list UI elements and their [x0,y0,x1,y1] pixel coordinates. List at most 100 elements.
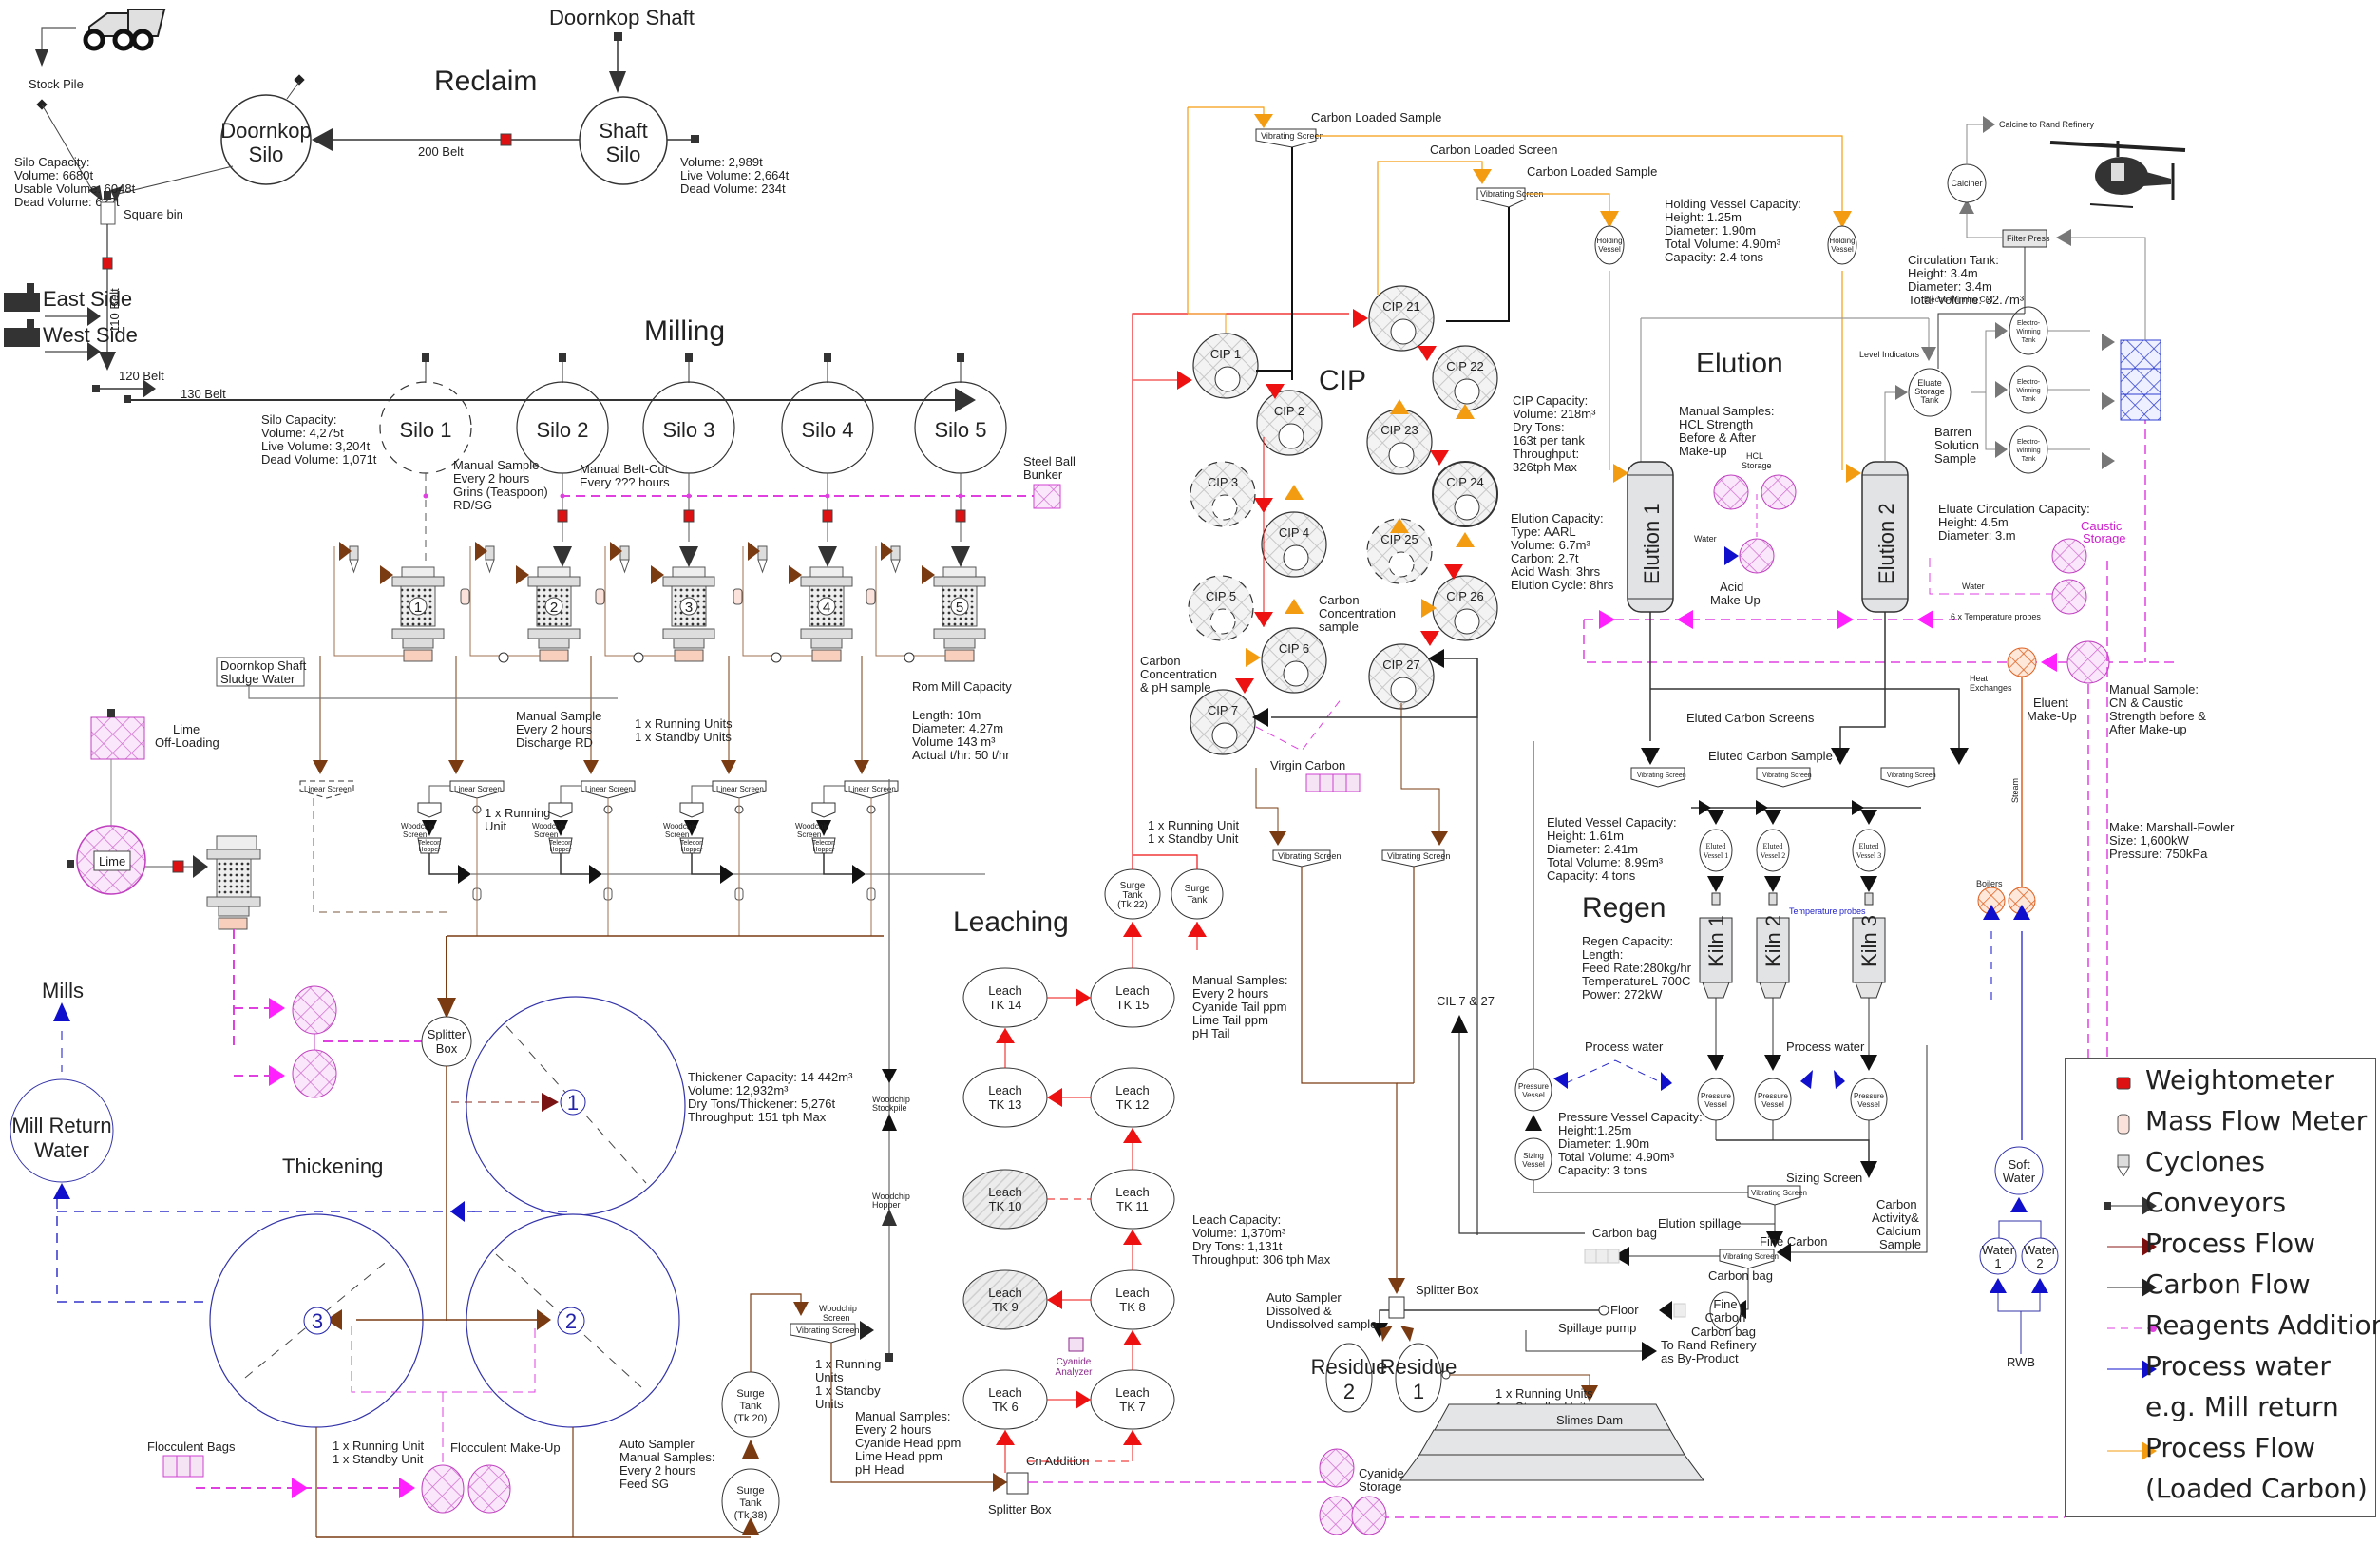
lime-offloading-bin [90,716,145,760]
vibrating-screen-label: Vibrating Screen [1278,851,1341,861]
flocculent-makeup-tank [467,1464,511,1514]
leach-splitter-box [1006,1472,1029,1495]
woodchip-hopper-label: Hopper [872,1200,901,1210]
heat-exchanges-label: Heat [1970,674,1989,683]
pressure-vessel-label: Pressure [1701,1092,1732,1100]
holding-vessel-capacity: Height: 1.25m [1665,210,1742,224]
cip-tank-label: CIP 4 [1279,525,1309,540]
woodchip-screen-label: Screen [797,830,821,839]
surge-tank-label: (Tk 20) [734,1413,768,1424]
eluate-circulation-capacity: Eluate Circulation Capacity: [1938,502,2090,516]
spillage-pump-icon [1598,1305,1609,1316]
heat-exchanger [2007,647,2037,677]
carbon-concentration-note: Carbon [1140,654,1181,668]
pressure-vessel-capacity: Total Volume: 4.90m³ [1558,1150,1675,1164]
pressure-vessel-label: Vessel [1857,1100,1880,1109]
pressure-vessel-label: Vessel [1704,1100,1727,1109]
east-side-label: East Side [43,287,132,311]
spillage-pump-label: Spillage pump [1558,1321,1636,1335]
splitter-box-label: Splitter Box [1416,1283,1479,1297]
head-samples-note: Lime Head ppm [855,1449,942,1463]
kiln-label: Kiln 2 [1761,915,1785,967]
regen-capacity: TemperatureL 700C [1582,974,1690,988]
cip-tank-label: CIP 23 [1380,423,1418,437]
units-note: 1 x Standby Units [635,730,732,744]
holding-vessel-capacity: Holding Vessel Capacity: [1665,197,1801,211]
circulation-tank-capacity: Diameter: 3.4m [1908,279,1992,294]
calcine-to-refinery-label: Calcine to Rand Refinery [1999,120,2095,129]
leach-tank-label: Leach [988,983,1021,998]
linear-screen-label: Linear Screen [304,785,352,793]
eluted-vessel-label: Vessel 3 [1856,851,1881,860]
calciner-label: Calciner [1951,179,1982,188]
mill-2: 2 [527,566,581,662]
cip-tank [1190,689,1256,755]
kiln [1756,917,1790,983]
residue-section: Splitter Box Auto Sampler Dissolved & Un… [1266,1278,1704,1481]
leach-capacity: Throughput: 306 tph Max [1192,1252,1331,1267]
shaft-silo-capacity: Dead Volume: 234t [680,181,786,196]
cip-capacity: Throughput: [1513,447,1579,461]
thickener-number: 3 [312,1309,323,1333]
regen-capacity: Length: [1582,947,1623,962]
cip-tank-label: CIP 7 [1208,703,1238,717]
conveyor-arrow [2104,1194,2161,1217]
conveyor-arrow [35,49,48,67]
carbon-bag-icon [1673,1303,1686,1318]
telecon-hopper-label: Hopper [681,847,704,853]
cip-tank-label: CIP 26 [1446,589,1484,603]
eluted-vessel-label: Eluted [1706,842,1726,850]
carbon-loaded-sample-label: Carbon Loaded Sample [1527,164,1657,179]
reagents-line [2104,1317,2161,1340]
electrowinning-tank [2009,306,2048,355]
mass-flow-meter-icon [2104,1113,2161,1135]
woodchip-screen-label: Woodchip [401,822,435,830]
legend-label: Process Flow [2145,1228,2316,1259]
ew-tank-label: Tank [2022,337,2036,344]
holding-vessel-capacity: Capacity: 2.4 tons [1665,250,1764,264]
to-refinery-label: To Rand Refinery [1661,1338,1757,1352]
elution-capacity: Acid Wash: 3hrs [1511,564,1601,579]
discharge-sample-note: Discharge RD [516,735,593,750]
barren-solution-sample: Barren [1934,425,1971,439]
cip-tank-label: CIP 27 [1382,658,1420,672]
head-samples-note: Every 2 hours [855,1422,932,1437]
tail-samples-note: Lime Tail ppm [1192,1013,1268,1027]
stock-pile-label: Stock Pile [29,77,84,91]
surge-tank-label: Tank [1122,890,1143,901]
caustic-storage-tank [2051,538,2087,574]
ew-tank-label: Winning [2016,448,2040,454]
virgin-carbon-bags-icon [1305,773,1361,792]
barren-solution-sample: Solution [1934,438,1979,452]
process-water-arrow [2104,1358,2161,1381]
eluate-storage-label: Tank [1920,395,1939,405]
residue-label: 2 [1343,1380,1355,1403]
surge-tank-label: Tank [739,1497,762,1509]
mill-number: 5 [956,600,963,616]
pressure-vessel-label: Pressure [1518,1082,1550,1091]
discharge-sump [944,649,975,662]
eluent-makeup-label: Eluent [2033,696,2068,710]
cip-capacity: 163t per tank [1513,433,1585,448]
surge-tank-label: Tank [1187,895,1208,906]
auto-sampler-note: Manual Samples: [619,1450,714,1464]
hcl-manual-samples: HCL Strength [1679,417,1753,431]
process-flow-arrow [1123,1330,1142,1345]
leach-tank-label: TK 6 [992,1400,1018,1414]
train-icon [4,283,40,347]
thickening-section: Splitter Box 1 Thickener Capacity: 14 44… [10,779,1007,1538]
mass-flow-meter-icon [460,588,470,605]
doornkop-shaft-label: Doornkop Shaft [549,6,695,29]
cip-tank [1192,333,1259,399]
pressure-vessel-label: Pressure [1854,1092,1885,1100]
eluate-storage-label: Storage [1914,387,1945,396]
vibrating-screen [1756,767,1811,788]
elution-column-2: Elution 2 [1861,461,1909,613]
acid-makeup-label: Acid [1720,580,1743,594]
auto-sampler-note: Dissolved & [1266,1304,1332,1318]
manual-sample-note: Grins (Teaspoon) [453,485,548,499]
cip-tank [1261,627,1327,694]
telecon-hopper [811,837,836,854]
holding-vessel-label: Vessel [1598,245,1621,254]
leach-tank-label: TK 14 [989,998,1022,1012]
